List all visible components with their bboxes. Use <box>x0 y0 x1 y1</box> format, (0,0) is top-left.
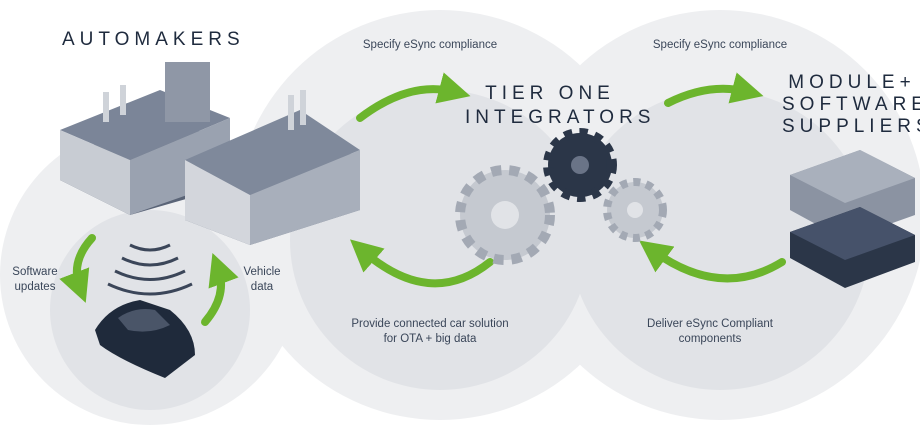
label-line: updates <box>14 281 56 293</box>
label-line: data <box>250 281 274 293</box>
label-vehicle-data: Vehicle data <box>232 265 292 295</box>
label-line: for OTA + big data <box>383 333 477 345</box>
gears-icon <box>455 128 667 265</box>
supplier-inner-circle <box>570 90 870 390</box>
modules-illustration <box>790 150 915 288</box>
arrow-provide <box>349 239 494 288</box>
label-line: Vehicle <box>243 266 281 278</box>
heading-line: MODULE+ <box>788 72 916 93</box>
arrow-specify-2 <box>664 72 764 107</box>
heading-line: TIER ONE <box>485 83 615 104</box>
label-deliver-components: Deliver eSync Compliant components <box>620 317 800 347</box>
car-illustration <box>95 300 195 378</box>
label-specify-compliance-2: Specify eSync compliance <box>652 39 788 51</box>
label-software-updates: Software updates <box>0 265 70 295</box>
heading-line: SOFTWARE <box>782 94 920 115</box>
flow-arrows <box>59 72 786 326</box>
label-line: Provide connected car solution <box>351 318 509 330</box>
label-line: components <box>678 333 742 345</box>
arrow-deliver <box>639 240 786 283</box>
wireless-signal-icon <box>107 243 193 296</box>
heading-module-software-suppliers: MODULE+ SOFTWARE SUPPLIERS <box>782 72 920 138</box>
integrator-inner-circle <box>290 90 590 390</box>
arrow-vehicle-data <box>201 252 239 326</box>
heading-automakers: AUTOMAKERS <box>62 29 245 50</box>
heading-tier-one-integrators: TIER ONE INTEGRATORS <box>465 82 656 130</box>
label-specify-compliance-1: Specify eSync compliance <box>362 39 498 51</box>
factory-illustration <box>60 62 360 245</box>
label-provide-solution: Provide connected car solution for OTA +… <box>320 317 540 347</box>
heading-line: SUPPLIERS <box>782 116 920 137</box>
label-line: Deliver eSync Compliant <box>647 318 773 330</box>
label-line: Software <box>12 266 58 278</box>
arrow-specify-1 <box>356 72 471 122</box>
heading-line: INTEGRATORS <box>465 107 656 128</box>
arrow-software-updates <box>59 234 96 303</box>
